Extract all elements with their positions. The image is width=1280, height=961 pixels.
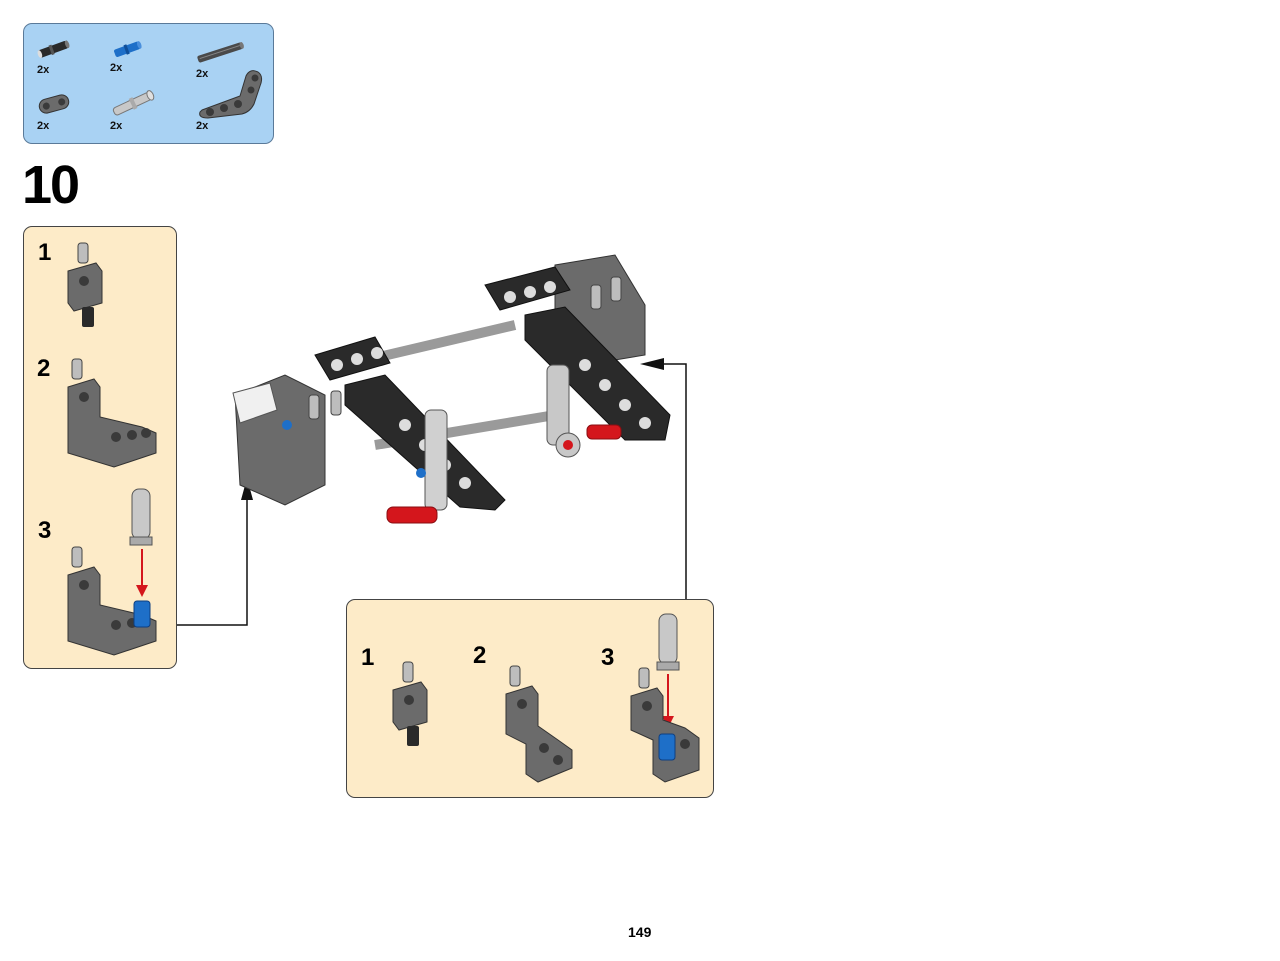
part-qty: 2x xyxy=(110,62,123,74)
substep-model-icon xyxy=(67,488,157,656)
parts-list-panel: 2x 2x 2x 2x 2x xyxy=(23,23,274,144)
substep-model-icon xyxy=(392,661,428,746)
substep-number: 1 xyxy=(38,239,52,266)
dark-gray-axle-icon xyxy=(197,42,244,63)
main-assembly-model xyxy=(232,254,671,524)
subassembly-bottom-panel: 1 2 3 xyxy=(346,599,714,798)
substep-model-icon xyxy=(630,613,700,783)
part-qty: 2x xyxy=(37,64,50,76)
step-number: 10 xyxy=(22,155,80,215)
substep-number: 2 xyxy=(37,355,51,382)
black-axle-pin-icon xyxy=(37,40,70,58)
substep-model-icon xyxy=(505,665,573,783)
dark-gray-bent-beam-icon xyxy=(199,70,263,119)
blue-axle-pin-icon xyxy=(114,41,142,57)
substep-model-icon xyxy=(67,242,103,327)
substep-model-icon xyxy=(67,358,157,468)
part-qty: 2x xyxy=(110,120,123,132)
substep-number: 3 xyxy=(601,644,615,671)
substep-number: 2 xyxy=(473,642,487,669)
page-number: 149 xyxy=(628,924,652,940)
light-gray-pin-with-axle-icon xyxy=(112,90,155,116)
substep-number: 3 xyxy=(38,517,52,544)
substep-number: 1 xyxy=(361,644,375,671)
part-qty: 2x xyxy=(37,120,50,132)
subassembly-left-panel: 1 2 3 xyxy=(23,226,177,669)
part-qty: 2x xyxy=(196,68,209,80)
part-qty: 2x xyxy=(196,120,209,132)
dark-gray-beam-2-icon xyxy=(38,94,70,114)
